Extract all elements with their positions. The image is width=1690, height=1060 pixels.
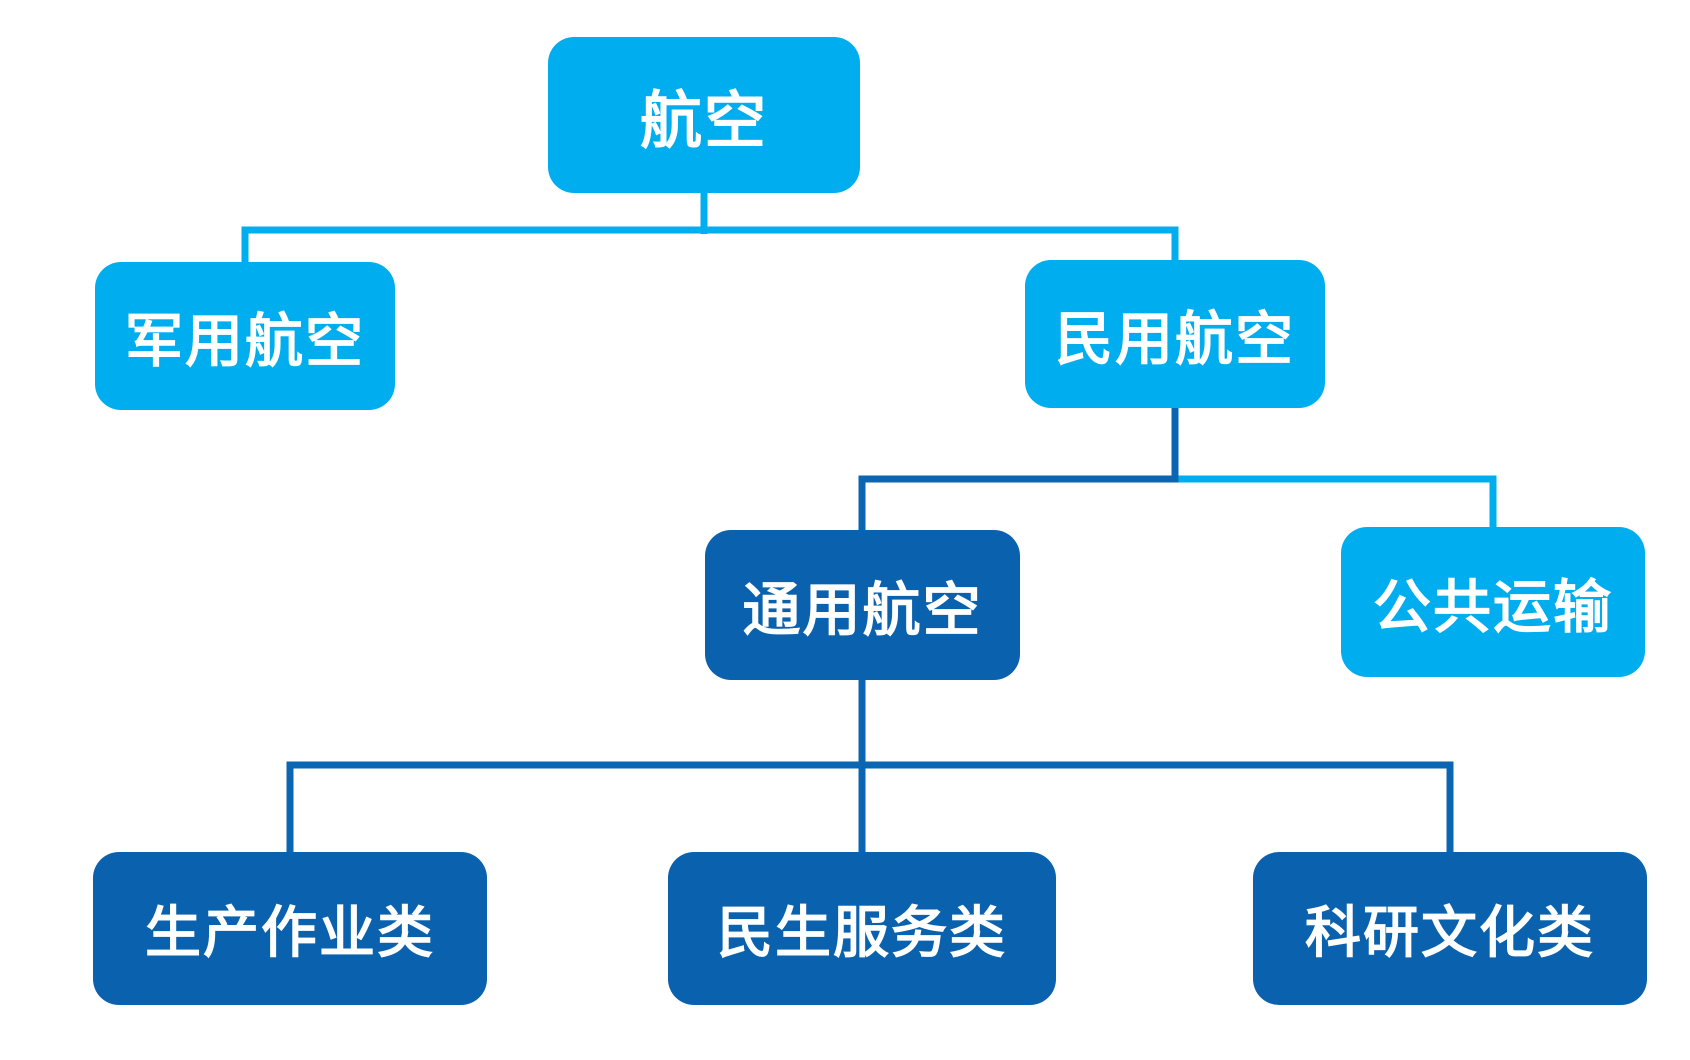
node-label: 航空 (639, 87, 768, 156)
edge-aviation-children (241, 226, 1179, 263)
node-label: 民用航空 (1054, 307, 1295, 372)
node-civil-aviation: 民用航空 (1025, 260, 1325, 408)
node-aviation: 航空 (548, 37, 860, 193)
node-label: 民生服务类 (717, 901, 1007, 964)
node-production-operations: 生产作业类 (93, 852, 487, 1005)
edge-general-children (286, 761, 1454, 853)
node-research-culture: 科研文化类 (1253, 852, 1647, 1005)
node-label: 通用航空 (742, 578, 983, 643)
node-label: 科研文化类 (1305, 901, 1595, 964)
node-military-aviation: 军用航空 (95, 262, 395, 410)
node-label: 公共运输 (1372, 575, 1613, 640)
node-general-aviation: 通用航空 (705, 530, 1020, 680)
edge-civil-general (858, 407, 1179, 532)
node-label: 军用航空 (124, 309, 365, 374)
edge-civil-public-transport (1171, 475, 1497, 529)
node-public-transport: 公共运输 (1341, 527, 1645, 677)
node-livelihood-services: 民生服务类 (668, 852, 1056, 1005)
node-label: 生产作业类 (145, 901, 435, 964)
